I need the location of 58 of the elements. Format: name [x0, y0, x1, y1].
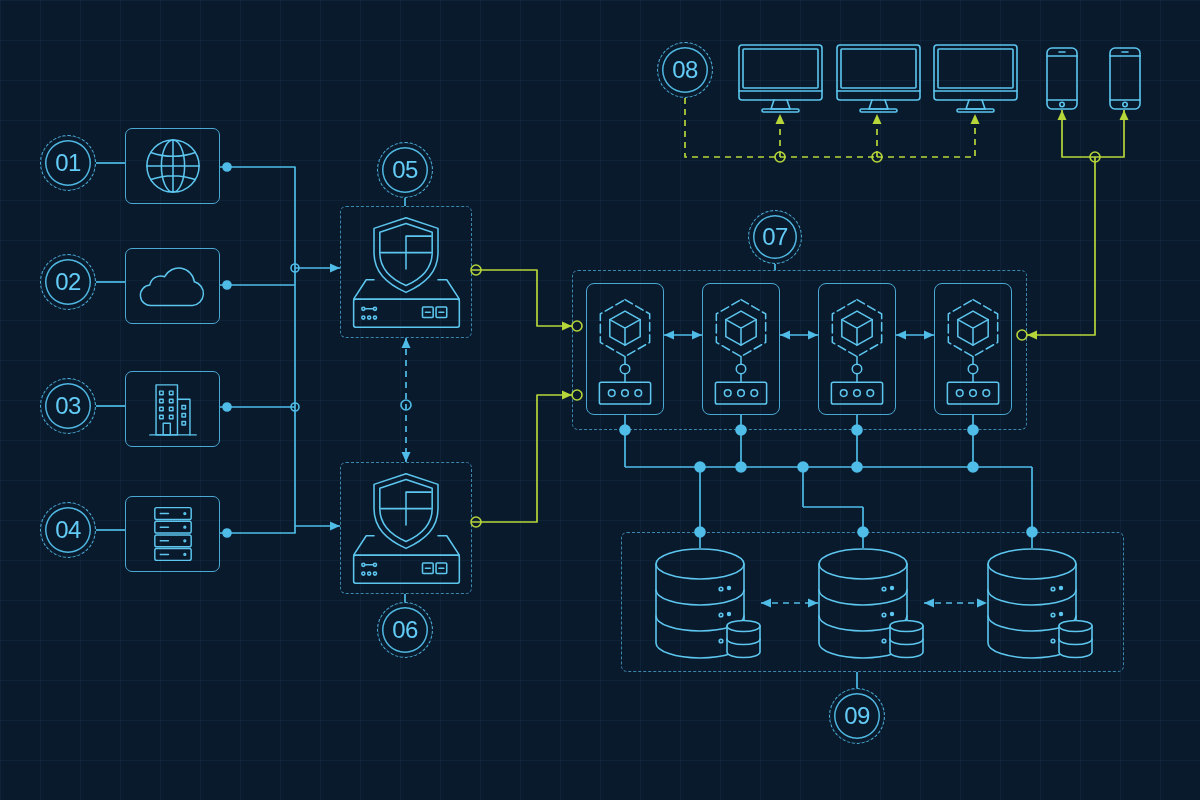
connector-arrow	[1057, 109, 1096, 158]
connector-arrow	[471, 269, 573, 331]
callout-number: 08	[657, 42, 713, 98]
connector-arrow	[1026, 156, 1096, 340]
database-frame	[621, 532, 1124, 672]
smartphone-icon	[1109, 47, 1141, 110]
connector-arrow	[876, 113, 980, 158]
callout-number: 03	[40, 378, 96, 434]
monitor-icon	[738, 44, 823, 114]
service-panel	[125, 371, 220, 447]
double-arrow	[923, 598, 988, 608]
service-panel	[125, 128, 220, 204]
double-arrow	[760, 598, 819, 608]
leader-line	[95, 162, 126, 164]
connector-line	[219, 166, 296, 269]
callout-number: 01	[40, 135, 96, 191]
leader-line	[95, 405, 126, 407]
double-arrow	[663, 330, 703, 340]
connector-line	[294, 284, 296, 408]
service-panel	[125, 248, 220, 324]
leader-line	[856, 671, 858, 689]
leader-line	[95, 529, 126, 531]
callout-number: 09	[829, 688, 885, 744]
callout-number: 07	[748, 210, 802, 264]
connector-line	[219, 525, 296, 534]
connector-arrow	[775, 113, 785, 158]
connector-line	[219, 406, 296, 408]
monitor-icon	[933, 44, 1018, 114]
connector-arrow	[294, 263, 341, 273]
callout-number: 05	[377, 142, 433, 198]
leader-line	[404, 593, 406, 603]
leader-line	[95, 281, 126, 283]
connector-arrow	[872, 113, 882, 158]
smartphone-icon	[1046, 47, 1078, 110]
callout-number: 02	[40, 254, 96, 310]
double-arrow	[779, 330, 819, 340]
monitor-icon	[836, 44, 921, 114]
service-panel	[125, 496, 220, 572]
database-icon	[655, 548, 761, 659]
connector-arrow	[294, 521, 341, 531]
callout-number: 04	[40, 502, 96, 558]
connector-arrow	[471, 390, 573, 523]
cluster-frame	[572, 270, 1027, 430]
connector-line	[624, 414, 626, 468]
connector-line	[294, 267, 296, 286]
leader-line	[404, 197, 406, 207]
connector-line	[219, 284, 296, 286]
connector-line	[802, 506, 864, 508]
connector-line	[1031, 466, 1033, 549]
connector-line	[862, 506, 864, 549]
callout-number: 06	[377, 602, 433, 658]
database-icon	[987, 548, 1093, 659]
connector-line	[294, 406, 296, 527]
leader-line	[774, 263, 776, 271]
double-arrow	[401, 337, 411, 463]
double-arrow	[895, 330, 935, 340]
database-icon	[818, 548, 924, 659]
connector-arrow	[1094, 109, 1129, 158]
